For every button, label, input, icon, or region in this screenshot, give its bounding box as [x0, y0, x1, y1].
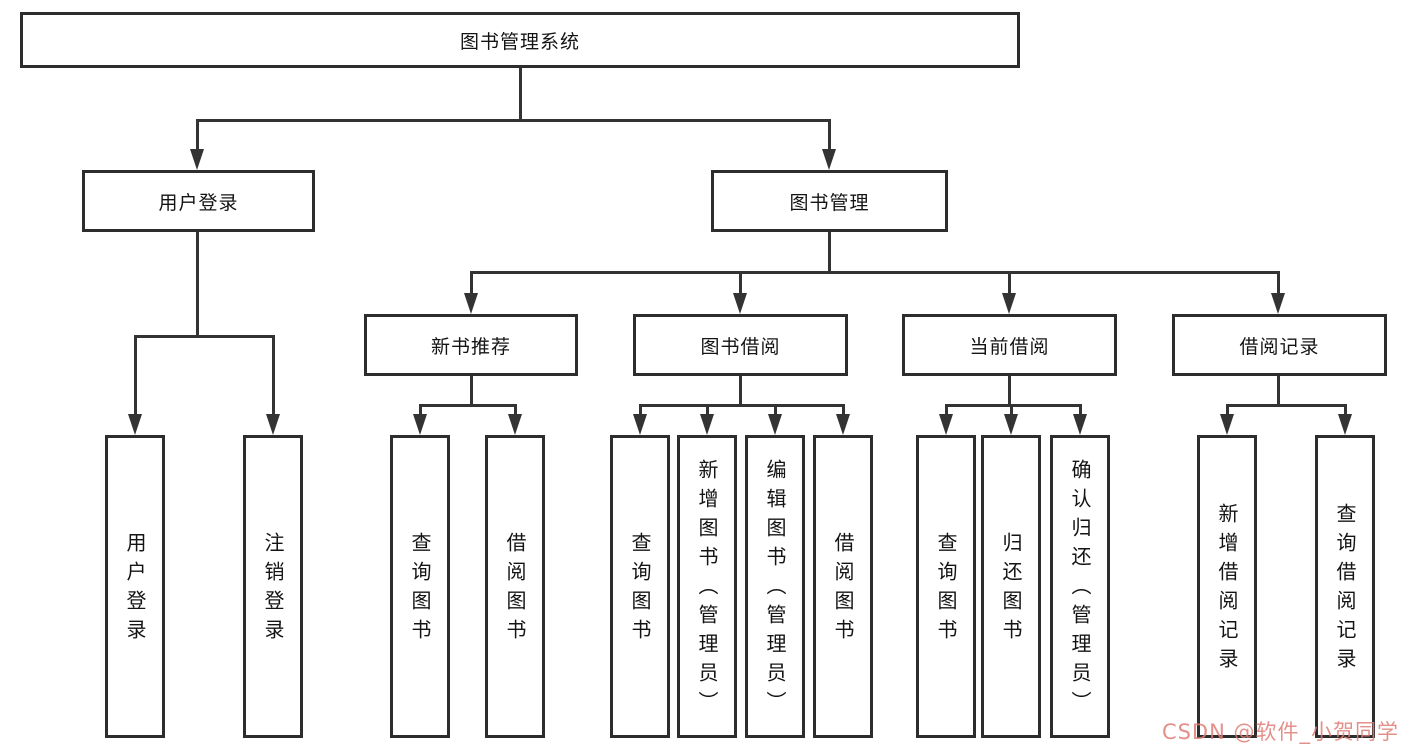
arrowhead — [768, 414, 782, 435]
connector-line — [945, 404, 948, 417]
node-book-borrow: 图书借阅 — [633, 314, 848, 376]
connector-line — [470, 376, 473, 407]
arrowhead — [1271, 293, 1285, 314]
arrowhead — [464, 293, 478, 314]
connector-line — [1226, 404, 1347, 407]
leaf-return-book: 归还图书 — [981, 435, 1041, 738]
node-new-book-recommend: 新书推荐 — [364, 314, 578, 376]
arrowhead — [1002, 293, 1016, 314]
arrowhead — [1338, 414, 1352, 435]
connector-line — [706, 404, 709, 417]
connector-line — [1277, 376, 1280, 407]
leaf-add-borrow-record: 新增借阅记录 — [1197, 435, 1257, 738]
connector-line — [519, 68, 522, 121]
arrowhead — [836, 414, 850, 435]
leaf-query-book-current: 查询图书 — [916, 435, 976, 738]
leaf-confirm-return-admin: 确认归还（管理员） — [1050, 435, 1110, 738]
connector-line — [1277, 271, 1280, 296]
arrowhead — [700, 414, 714, 435]
leaf-borrow-book: 借阅图书 — [813, 435, 873, 738]
leaf-query-book-newbook: 查询图书 — [390, 435, 450, 738]
connector-line — [1344, 404, 1347, 417]
connector-line — [774, 404, 777, 417]
connector-line — [1226, 404, 1229, 417]
arrowhead — [190, 149, 204, 170]
arrowhead — [733, 293, 747, 314]
node-current-borrow: 当前借阅 — [902, 314, 1117, 376]
connector-line — [739, 271, 742, 296]
connector-line — [1079, 404, 1082, 417]
arrowhead — [508, 414, 522, 435]
connector-line — [828, 119, 831, 153]
csdn-watermark: CSDN @软件_小贺同学 — [1161, 720, 1399, 744]
connector-line — [197, 119, 831, 122]
connector-line — [196, 232, 199, 337]
connector-line — [470, 271, 473, 296]
leaf-borrow-book-newbook: 借阅图书 — [485, 435, 545, 738]
arrowhead — [1073, 414, 1087, 435]
connector-line — [419, 404, 517, 407]
leaf-add-book-admin: 新增图书（管理员） — [677, 435, 737, 738]
connector-line — [196, 119, 199, 153]
leaf-logout-login: 注销登录 — [243, 435, 303, 738]
connector-line — [739, 376, 742, 407]
leaf-user-login: 用户登录 — [105, 435, 165, 738]
arrowhead — [413, 414, 427, 435]
arrowhead — [822, 149, 836, 170]
connector-line — [514, 404, 517, 417]
connector-line — [842, 404, 845, 417]
leaf-edit-book-admin: 编辑图书（管理员） — [745, 435, 805, 738]
connector-line — [134, 335, 137, 417]
arrowhead — [1004, 414, 1018, 435]
arrowhead — [1220, 414, 1234, 435]
connector-line — [639, 404, 845, 407]
leaf-query-book-borrow: 查询图书 — [610, 435, 670, 738]
connector-line — [639, 404, 642, 417]
connector-line — [945, 404, 1082, 407]
node-borrow-records: 借阅记录 — [1172, 314, 1387, 376]
node-book-management: 图书管理 — [711, 170, 948, 232]
connector-line — [470, 271, 1280, 274]
node-root-library-management-system: 图书管理系统 — [20, 12, 1020, 68]
arrowhead — [939, 414, 953, 435]
connector-line — [272, 335, 275, 417]
arrowhead — [633, 414, 647, 435]
connector-line — [828, 232, 831, 273]
arrowhead — [266, 414, 280, 435]
connector-line — [419, 404, 422, 417]
connector-line — [1008, 271, 1011, 296]
arrowhead — [128, 414, 142, 435]
connector-line — [1008, 376, 1011, 407]
connector-line — [1010, 404, 1013, 417]
connector-line — [134, 335, 275, 338]
node-user-login: 用户登录 — [82, 170, 315, 232]
leaf-query-borrow-record: 查询借阅记录 — [1315, 435, 1375, 738]
